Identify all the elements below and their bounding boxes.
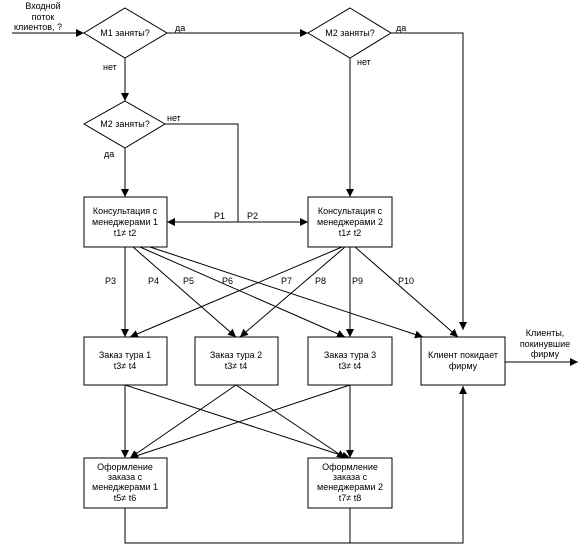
svg-text:Заказ тура 2: Заказ тура 2 xyxy=(210,350,262,360)
svg-text:t3≠ t4: t3≠ t4 xyxy=(339,361,361,371)
svg-text:t5≠ t6: t5≠ t6 xyxy=(114,493,136,503)
svg-text:заказа с: заказа с xyxy=(108,472,143,482)
m2-mid-no-label: нет xyxy=(167,113,181,123)
order-box-2: Оформление заказа с менеджерами 2 t7≠ t8 xyxy=(307,457,393,509)
p6-arrow xyxy=(149,246,424,339)
tour-box-3: Заказ тура 3 t3≠ t4 xyxy=(307,336,393,386)
p1-label: P1 xyxy=(214,211,225,221)
decision-m1-label: М1 заняты? xyxy=(100,28,150,38)
p6-label: P6 xyxy=(222,276,233,286)
p3-label: P3 xyxy=(105,276,116,286)
order-box-1: Оформление заказа с менеджерами 1 t5≠ t6 xyxy=(83,457,168,509)
input-label: Входной поток клиентов, ? xyxy=(14,1,62,32)
m2-top-yes-arrow xyxy=(391,32,467,330)
svg-text:t3≠ t4: t3≠ t4 xyxy=(225,361,247,371)
svg-text:t1≠ t2: t1≠ t2 xyxy=(114,228,136,238)
tour3-order1-arrow xyxy=(129,384,351,460)
tour-box-2: Заказ тура 2 t3≠ t4 xyxy=(194,336,279,386)
svg-text:менеджерами 2: менеджерами 2 xyxy=(317,217,383,227)
consult-box-1: Консультация с менеджерами 1 t1≠ t2 xyxy=(83,196,168,248)
p5-label: P5 xyxy=(183,276,194,286)
tour2-order2-arrow xyxy=(235,384,346,459)
p5-arrow xyxy=(139,246,346,338)
svg-text:фирму: фирму xyxy=(531,349,560,359)
m2-mid-no-line xyxy=(165,123,239,222)
p8-label: P8 xyxy=(315,276,326,286)
p2-label: P2 xyxy=(247,211,258,221)
decision-m2-top-label: М2 заняты? xyxy=(325,28,375,38)
svg-text:t7≠ t8: t7≠ t8 xyxy=(339,493,361,503)
svg-text:t3≠ t4: t3≠ t4 xyxy=(114,361,136,371)
leave-box: Клиент покидает фирму xyxy=(420,336,506,386)
svg-text:Консультация с: Консультация с xyxy=(318,206,383,216)
svg-text:клиентов, ?: клиентов, ? xyxy=(14,22,62,32)
decision-m2-top: М2 заняты? xyxy=(307,7,392,59)
order1-return-arrow xyxy=(124,386,467,544)
tour-box-1: Заказ тура 1 t3≠ t4 xyxy=(83,336,168,386)
consult-box-2: Консультация с менеджерами 2 t1≠ t2 xyxy=(307,196,393,248)
svg-text:фирму: фирму xyxy=(449,361,478,371)
svg-text:Клиенты,: Клиенты, xyxy=(526,328,565,338)
svg-text:Консультация с: Консультация с xyxy=(93,206,158,216)
decision-m2-mid-label: М2 заняты? xyxy=(100,119,150,129)
tour2-order1-arrow xyxy=(129,384,237,459)
svg-text:заказа с: заказа с xyxy=(333,472,368,482)
decision-m2-mid: М2 заняты? xyxy=(82,100,166,149)
p9-label: P9 xyxy=(352,276,363,286)
svg-text:Оформление: Оформление xyxy=(322,462,378,472)
m2-mid-yes-label: да xyxy=(104,149,114,159)
svg-text:Заказ тура 3: Заказ тура 3 xyxy=(324,350,376,360)
p4-label: P4 xyxy=(148,276,159,286)
svg-text:Клиент покидает: Клиент покидает xyxy=(428,350,498,360)
svg-text:поток: поток xyxy=(32,12,55,22)
svg-text:покинувшие: покинувшие xyxy=(520,339,570,349)
connectors xyxy=(12,29,578,544)
svg-text:Входной: Входной xyxy=(25,1,60,11)
tour1-order2-arrow xyxy=(124,384,351,460)
svg-text:менеджерами 1: менеджерами 1 xyxy=(92,482,158,492)
m1-yes-label: да xyxy=(175,23,185,33)
p7-arrow xyxy=(129,246,343,338)
p4-arrow xyxy=(132,246,237,338)
m2-top-yes-label: да xyxy=(396,23,406,33)
p7-label: P7 xyxy=(281,276,292,286)
svg-text:Заказ тура 1: Заказ тура 1 xyxy=(99,350,151,360)
m1-no-label: нет xyxy=(103,62,117,72)
m2-top-no-label: нет xyxy=(357,57,371,67)
p10-arrow xyxy=(354,246,459,338)
p8-arrow xyxy=(239,246,346,338)
svg-text:менеджерами 2: менеджерами 2 xyxy=(317,482,383,492)
p10-label: P10 xyxy=(398,276,414,286)
svg-text:менеджерами 1: менеджерами 1 xyxy=(92,217,158,227)
svg-text:Оформление: Оформление xyxy=(97,462,153,472)
decision-m1: М1 заняты? xyxy=(83,7,168,59)
svg-text:t1≠ t2: t1≠ t2 xyxy=(339,228,361,238)
output-label: Клиенты, покинувшие фирму xyxy=(520,328,570,359)
